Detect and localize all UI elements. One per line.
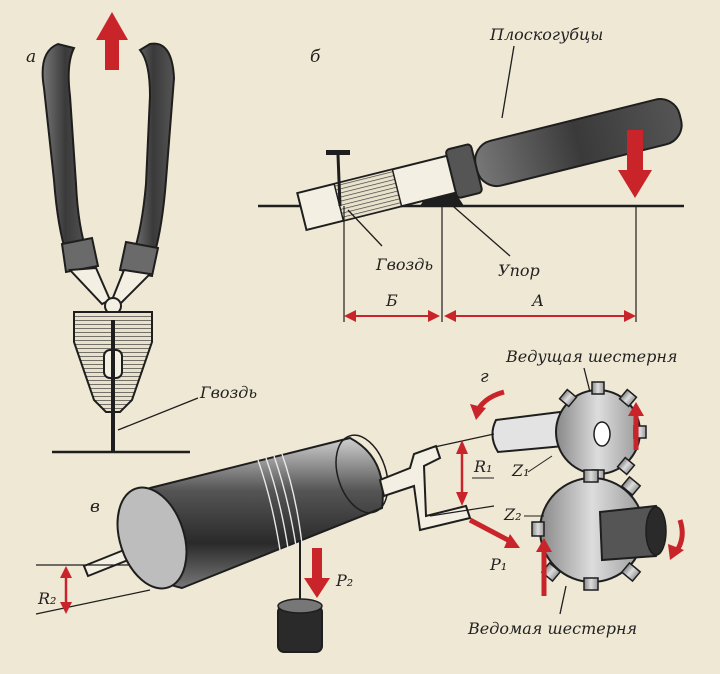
force-p1-head [504,534,520,548]
driving-gear-label: Ведущая шестерня [505,347,677,366]
dimension-short: Б [344,291,440,322]
left-arm [67,266,112,306]
nail-b [336,154,342,207]
dim-short-label: Б [385,291,398,310]
axle-left [82,548,130,578]
z1-leader [527,455,553,473]
pull-up-arrow [96,12,128,70]
driving-gear [555,381,647,483]
dimension-long: А [444,291,636,322]
r1-label: R₁ [473,457,492,476]
pliers-label: Плоскогубцы [489,25,603,44]
nail-a-leader [117,397,199,431]
panel-v-winch: в P₂ R₂ [35,434,472,653]
support-label: Упор [498,261,540,280]
force-p2-arrow [304,548,330,598]
driven-shaft-rotation-arrow [673,519,685,554]
nail-a-label: Гвоздь [199,383,257,402]
right-ferrule [118,240,160,278]
driving-shaft [491,410,566,454]
driving-shaft-rotation-head [470,404,486,420]
panel-g-gears: г Ведущая шестерня [429,347,685,638]
panel-b-lever: б Плоскогубцы Гвоздь Упор [258,25,684,322]
crank-handle [378,444,472,532]
drum-end-cap [116,486,188,590]
driven-gear-label: Ведомая шестерня [467,619,637,638]
driven-shaft-rotation-head [668,544,684,560]
driving-gear-leader [583,367,591,393]
push-down-arrow [618,130,652,198]
p2-label: P₂ [335,571,353,590]
r2-label: R₂ [37,589,56,608]
driven-gear-leader [559,585,567,615]
driving-gear-rotation-head [628,402,644,416]
nail-b-label: Гвоздь [375,255,433,274]
p1-label: P₁ [489,555,507,574]
force-p1-arrow [468,517,510,543]
z2-label: Z₂ [503,505,522,524]
nail-b-leader [347,209,383,247]
driven-gear-rotation-head [536,538,552,552]
panel-v-letter: в [90,497,100,517]
drum-far-end [335,434,389,514]
pliers-left-handle [41,42,90,260]
rope-winding [257,453,303,551]
left-ferrule [60,236,100,274]
panel-a-letter: а [26,47,36,67]
panel-b-letter: б [310,47,321,67]
nail-b-head [326,150,350,155]
r1-line-bottom [429,505,495,517]
dim-long-label: А [531,291,544,310]
support-leader [445,199,511,257]
panel-g-letter: г [480,367,489,387]
r2-line-bottom [35,589,151,615]
driven-shaft-end [645,506,667,556]
r1-dimension [456,440,468,506]
pliers-leader [501,45,515,119]
z1-label: Z₁ [511,461,530,480]
panel-a-pliers: а Гвоздь [26,12,257,454]
r2-dimension [60,566,72,614]
pliers-right-handle [130,42,176,264]
weight-top [277,598,323,614]
